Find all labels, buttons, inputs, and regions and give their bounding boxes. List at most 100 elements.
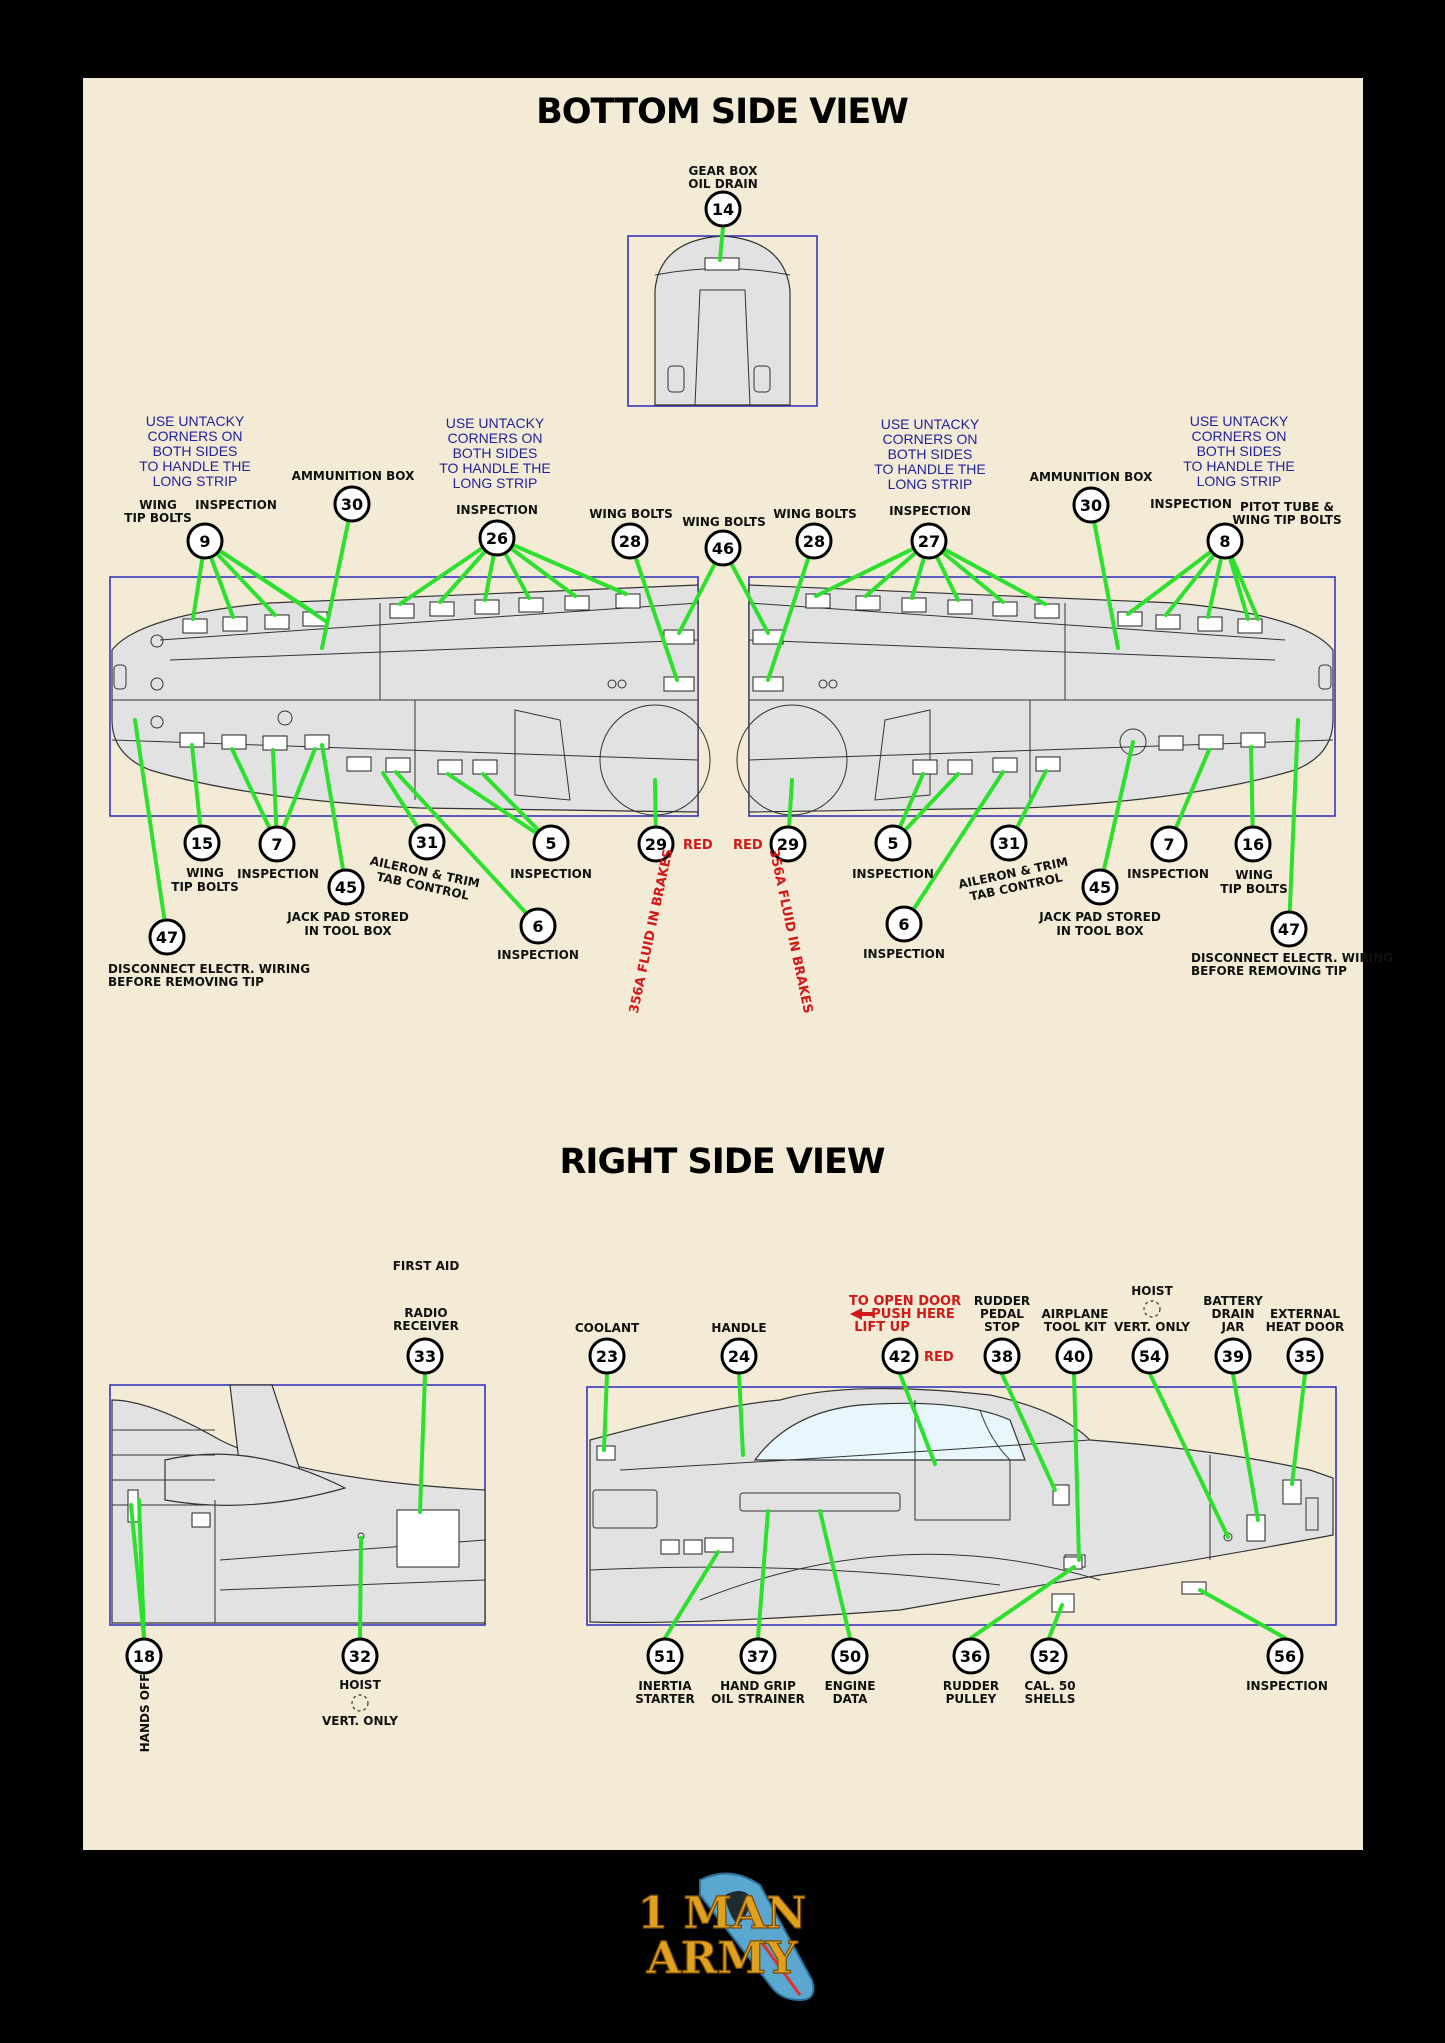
label-cal50-1: CAL. 50 xyxy=(1024,1679,1075,1693)
label-brakes-r: 356A FLUID IN BRAKES xyxy=(766,848,816,1015)
callout-number: 37 xyxy=(747,1647,769,1666)
callout-32: 32 xyxy=(341,1637,379,1675)
callout-number: 5 xyxy=(887,834,898,853)
label-inspection-8: INSPECTION xyxy=(1150,497,1232,511)
callout-number: 42 xyxy=(889,1347,911,1366)
callout-circle xyxy=(1081,868,1119,906)
note-untacky-4-e: LONG STRIP xyxy=(1197,473,1282,489)
label-rudder-stop-1: RUDDER xyxy=(974,1294,1030,1308)
callout-45: 45 xyxy=(327,868,365,906)
label-tool-kit-1: AIRPLANE xyxy=(1042,1307,1109,1321)
label-jack-pad-l-1: JACK PAD STORED xyxy=(286,910,409,924)
label-battery-3: JAR xyxy=(1221,1320,1245,1334)
callout-circle xyxy=(739,1637,777,1675)
callout-47: 47 xyxy=(148,918,186,956)
callout-number: 33 xyxy=(414,1347,436,1366)
label-first-aid: FIRST AID xyxy=(393,1259,460,1273)
callout-circle xyxy=(1131,1337,1169,1375)
callout-number: 6 xyxy=(532,917,543,936)
label-disconnect-r-1: DISCONNECT ELECTR. WIRING xyxy=(1191,951,1393,965)
label-heat-door-1: EXTERNAL xyxy=(1270,1307,1340,1321)
label-hoist-54: HOIST xyxy=(1131,1284,1173,1298)
note-untacky-4-d: TO HANDLE THE xyxy=(1183,458,1295,474)
callout-7: 7 xyxy=(258,825,296,863)
callout-number: 18 xyxy=(133,1647,155,1666)
callout-27: 27 xyxy=(910,522,948,560)
label-jack-pad-r-2: IN TOOL BOX xyxy=(1056,924,1144,938)
label-engine-2: DATA xyxy=(833,1692,869,1706)
label-radio-1: RADIO xyxy=(404,1306,447,1320)
callout-circle xyxy=(795,522,833,560)
callout-circle xyxy=(406,1337,444,1375)
right-wing-drawing xyxy=(736,576,1336,817)
note-untacky-3-d: TO HANDLE THE xyxy=(874,461,986,477)
label-vert-only-32: VERT. ONLY xyxy=(322,1714,398,1728)
label-hand-grip-2: OIL STRAINER xyxy=(711,1692,805,1706)
callout-circle xyxy=(1055,1337,1093,1375)
label-wing-bolts-l: WING BOLTS xyxy=(589,507,673,521)
label-radio-2: RECEIVER xyxy=(393,1319,459,1333)
callout-circle xyxy=(588,1337,626,1375)
callout-circle xyxy=(952,1637,990,1675)
logo-text-line1: 1 MAN xyxy=(638,1888,807,1939)
callout-circle xyxy=(1270,910,1308,948)
label-pitot-1: PITOT TUBE & xyxy=(1240,500,1334,514)
callout-29: 29 xyxy=(637,825,675,863)
callout-number: 5 xyxy=(545,834,556,853)
label-gear-box-2: OIL DRAIN xyxy=(688,177,758,191)
logo-bird-icon xyxy=(725,1891,752,1925)
callout-number: 14 xyxy=(712,200,734,219)
callout-number: 7 xyxy=(1163,835,1174,854)
callout-number: 7 xyxy=(271,835,282,854)
note-untacky-1-a: USE UNTACKY xyxy=(146,413,245,429)
label-red-r: RED xyxy=(733,838,763,853)
callout-circle xyxy=(1206,522,1244,560)
callout-16: 16 xyxy=(1234,825,1272,863)
callout-54: 54 xyxy=(1131,1337,1169,1375)
callout-circle xyxy=(333,485,371,523)
label-handle: HANDLE xyxy=(711,1321,766,1335)
note-untacky-4-b: CORNERS ON xyxy=(1192,428,1287,444)
callout-circle xyxy=(1150,825,1188,863)
label-inspection-6r: INSPECTION xyxy=(863,947,945,961)
callout-number: 29 xyxy=(777,835,799,854)
callout-circle xyxy=(341,1637,379,1675)
callout-45: 45 xyxy=(1081,868,1119,906)
callout-circle xyxy=(1214,1337,1252,1375)
callout-number: 16 xyxy=(1242,835,1264,854)
label-wing-tip-bolts-br-2: TIP BOLTS xyxy=(1220,882,1287,896)
callout-number: 28 xyxy=(619,532,641,551)
label-ammunition-box-r: AMMUNITION BOX xyxy=(1030,470,1153,484)
left-wing-drawing xyxy=(109,576,711,817)
callout-circle xyxy=(1234,825,1272,863)
callout-circle xyxy=(327,868,365,906)
label-hands-off: HANDS OFF xyxy=(138,1674,152,1753)
label-gear-box-1: GEAR BOX xyxy=(689,164,759,178)
label-inspection-7l: INSPECTION xyxy=(237,867,319,881)
note-untacky-1-e: LONG STRIP xyxy=(153,473,238,489)
callout-number: 40 xyxy=(1063,1347,1085,1366)
logo-stripe xyxy=(758,1939,802,1996)
note-untacky-3-b: CORNERS ON xyxy=(883,431,978,447)
callout-number: 35 xyxy=(1294,1347,1316,1366)
hoist-symbol-54 xyxy=(1143,1300,1161,1318)
label-inertia-2: STARTER xyxy=(635,1692,695,1706)
label-red-l: RED xyxy=(683,838,713,853)
label-tool-kit-2: TOOL KIT xyxy=(1044,1320,1107,1334)
callout-circle xyxy=(519,907,557,945)
callout-number: 52 xyxy=(1038,1647,1060,1666)
callout-number: 51 xyxy=(654,1647,676,1666)
callout-37: 37 xyxy=(739,1637,777,1675)
callout-40: 40 xyxy=(1055,1337,1093,1375)
label-door-1: TO OPEN DOOR xyxy=(849,1294,961,1309)
label-cal50-2: SHELLS xyxy=(1025,1692,1076,1706)
callout-47: 47 xyxy=(1270,910,1308,948)
callout-circle xyxy=(769,825,807,863)
label-heat-door-2: HEAT DOOR xyxy=(1266,1320,1345,1334)
callout-circle xyxy=(1030,1637,1068,1675)
callout-circle xyxy=(258,825,296,863)
label-brakes-l: 356A FLUID IN BRAKES xyxy=(627,848,677,1015)
label-inspection-56: INSPECTION xyxy=(1246,1679,1328,1693)
arrow-left-icon xyxy=(850,1308,874,1320)
note-untacky-2-b: CORNERS ON xyxy=(448,430,543,446)
